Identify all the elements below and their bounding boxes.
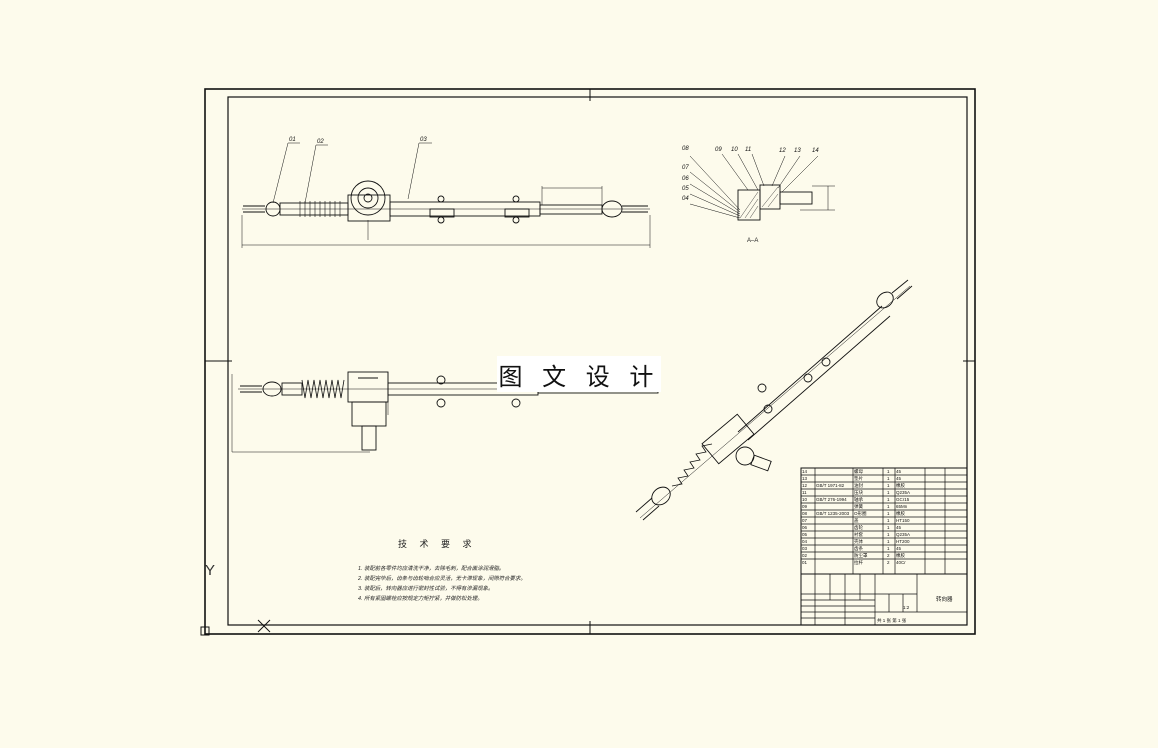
tech-req-line-4: 4. 所有紧固螺栓应按规定力矩拧紧，并做防松处理。 [358, 596, 483, 602]
bom-cell-mat: GCr15 [896, 497, 910, 502]
bom-cell-no: 02 [802, 553, 808, 558]
bom-cell-no: 06 [802, 525, 808, 530]
bom-cell-code: GB/T 1235-2003 [816, 511, 850, 516]
section-label-14: 14 [812, 148, 819, 154]
section-label-11: 11 [745, 147, 751, 153]
part-label-01: 01 [289, 137, 296, 143]
bom-cell-qty: 1 [887, 476, 890, 481]
bom-cell-qty: 1 [887, 532, 890, 537]
bom-cell-mat: 45 [896, 476, 902, 481]
top-view [241, 142, 651, 248]
bom-cell-mat: HT150 [896, 518, 910, 523]
bom-cell-qty: 2 [887, 560, 890, 565]
bom-cell-mat: 45 [896, 469, 902, 474]
bom-cell-qty: 1 [887, 518, 890, 523]
bom-cell-name: 弹簧 [854, 504, 863, 509]
drawing-scale: 1:2 [903, 605, 910, 610]
bom-cell-no: 04 [802, 539, 808, 544]
section-view [689, 153, 835, 221]
bom-cell-mat: Q235A [896, 490, 911, 495]
bom-cell-no: 05 [802, 532, 808, 537]
isometric-view [635, 279, 913, 521]
tech-req-title: 技 术 要 求 [398, 539, 477, 549]
bom-cell-no: 14 [802, 469, 808, 474]
bom-cell-mat: 65Mn [896, 504, 908, 509]
technical-requirements: 技 术 要 求 1. 装配前各零件均应清洗干净，去除毛刺，配合面涂润滑脂。 2.… [358, 537, 658, 604]
bom-cell-qty: 2 [887, 553, 890, 558]
bom-cell-name: 衬套 [854, 532, 863, 537]
bom-cell-name: 齿条 [854, 546, 863, 551]
bom-cell-mat: 橡胶 [896, 511, 905, 516]
bom-cell-qty: 1 [887, 511, 890, 516]
bom-cell-qty: 1 [887, 539, 890, 544]
bom-cell-mat: HT200 [896, 539, 910, 544]
section-label-13: 13 [794, 148, 801, 154]
section-label-12: 12 [779, 148, 786, 154]
bom-cell-name: 盖 [854, 518, 859, 523]
bom-cell-no: 10 [802, 497, 808, 502]
bom-cell-name: 防尘罩 [854, 553, 868, 558]
bom-cell-qty: 1 [887, 546, 890, 551]
section-label-08: 08 [682, 146, 689, 152]
y-axis-marker: Y [205, 562, 216, 579]
section-label-06: 06 [682, 176, 689, 182]
drawing-title: 转向器 [936, 597, 953, 603]
tech-req-line-1: 1. 装配前各零件均应清洗干净，去除毛刺，配合面涂润滑脂。 [358, 566, 505, 572]
watermark: 图 文 设 计 [497, 356, 661, 392]
bom-cell-qty: 1 [887, 525, 890, 530]
bom-cell-no: 08 [802, 511, 808, 516]
bom-cell-mat: 橡胶 [896, 553, 905, 558]
part-label-03: 03 [420, 137, 427, 143]
bom-cell-qty: 1 [887, 497, 890, 502]
bom-cell-name: 螺母 [854, 469, 863, 474]
bom-cell-name: 油封 [854, 483, 863, 488]
bom-cell-mat: 45 [896, 546, 902, 551]
section-label-04: 04 [682, 196, 689, 202]
bom-cell-qty: 1 [887, 490, 890, 495]
part-label-02: 02 [317, 139, 324, 145]
section-label-07: 07 [682, 165, 689, 171]
section-label-10: 10 [731, 147, 738, 153]
bom-cell-no: 11 [802, 490, 807, 495]
bom-cell-qty: 1 [887, 469, 890, 474]
bom-cell-qty: 1 [887, 483, 890, 488]
bom-cell-name: 压块 [854, 490, 863, 495]
bom-cell-no: 09 [802, 504, 808, 509]
bom-cell-name: 轴承 [854, 497, 863, 502]
bom-cell-no: 01 [802, 560, 808, 565]
bom-cell-mat: 橡胶 [896, 483, 905, 488]
bom-cell-no: 03 [802, 546, 808, 551]
bom-cell-name: 拉杆 [854, 560, 863, 565]
bom-cell-no: 13 [802, 476, 808, 481]
bom-cell-name: O形圈 [854, 511, 867, 516]
bom-cell-name: 壳体 [854, 539, 863, 544]
bom-cell-no: 12 [802, 483, 808, 488]
bom-cell-code: GB/T 276-1994 [816, 497, 847, 502]
bom-cell-name: 齿轮 [854, 525, 863, 530]
section-label-09: 09 [715, 147, 722, 153]
bom-cell-code: GB/T 1971-82 [816, 483, 845, 488]
bom-table [800, 467, 968, 626]
bom-cell-mat: 45 [896, 525, 902, 530]
tech-req-line-2: 2. 装配完毕后，齿条与齿轮啮合应灵活，无卡滞现象，间隙符合要求。 [358, 576, 526, 582]
section-a-a-label: A–A [747, 238, 759, 244]
bom-cell-mat: 40Cr [896, 560, 906, 565]
bom-cell-no: 07 [802, 518, 808, 523]
bom-cell-qty: 1 [887, 504, 890, 509]
tech-req-line-3: 3. 装配后，转向器应进行密封性试验，不得有渗漏现象。 [358, 586, 494, 592]
bom-cell-mat: Q235A [896, 532, 911, 537]
sheet-info: 共 1 张 第 1 张 [877, 618, 907, 623]
bom-cell-name: 垫片 [854, 476, 863, 481]
section-label-05: 05 [682, 186, 689, 192]
